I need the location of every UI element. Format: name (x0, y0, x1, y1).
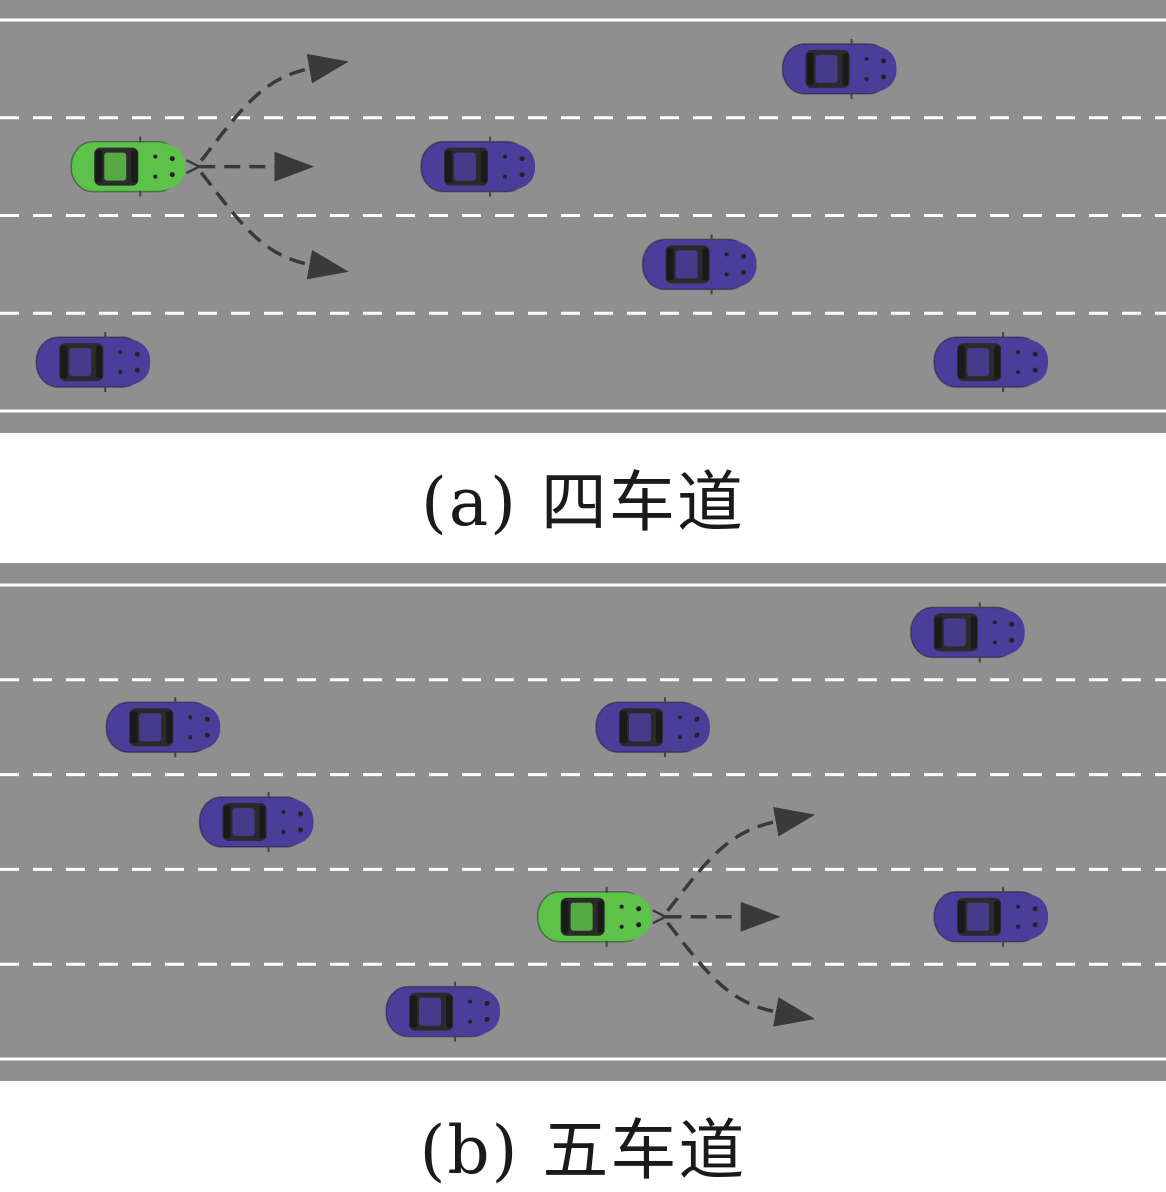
arrow-change-left (199, 53, 349, 162)
other-vehicle (595, 697, 710, 758)
other-vehicle (933, 332, 1049, 393)
caption-five-lanes: (b) 五车道 (419, 1112, 747, 1189)
other-vehicle (641, 234, 757, 295)
panel-five-lanes (0, 563, 1166, 1081)
other-vehicle (385, 981, 501, 1042)
ego-vehicle (70, 136, 186, 197)
arrow-change-left (666, 806, 816, 912)
caption-four-lanes: (a) 四车道 (421, 464, 745, 541)
other-vehicle (781, 38, 897, 99)
arrow-change-right (666, 921, 816, 1027)
other-vehicle (933, 886, 1049, 947)
other-vehicle (420, 136, 536, 197)
ego-vehicle (536, 886, 652, 947)
lane-change-arrows (666, 806, 816, 1027)
arrow-change-right (199, 171, 349, 280)
lane-change-arrows (199, 53, 349, 280)
panel-four-lanes (0, 0, 1166, 433)
other-vehicle (910, 602, 1025, 663)
other-vehicle (105, 697, 221, 758)
other-vehicle (35, 332, 151, 393)
other-vehicle (198, 792, 314, 852)
